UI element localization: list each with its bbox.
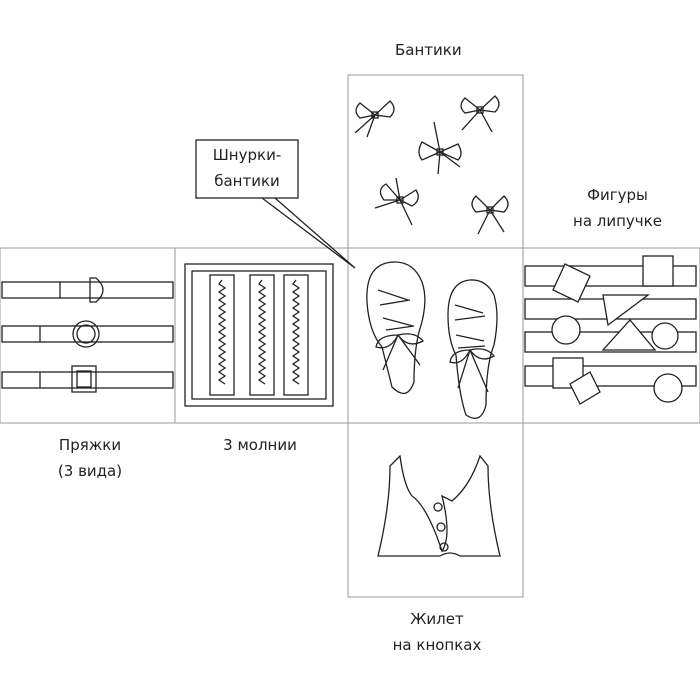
laces-label-line2: бантики xyxy=(214,172,280,190)
laces-callout xyxy=(195,139,356,269)
zippers-illustration xyxy=(184,263,334,407)
velcro-label: Фигуры на липучке xyxy=(555,182,680,234)
velcro-label-line1: Фигуры xyxy=(587,186,648,204)
face-vest xyxy=(347,422,524,598)
bows-illustration xyxy=(354,95,509,235)
face-bows xyxy=(347,74,524,249)
laced-shoes-illustration xyxy=(366,261,498,419)
buckles-illustration xyxy=(1,277,174,393)
buckles-label-line1: Пряжки xyxy=(58,436,122,454)
zippers-label: 3 молнии xyxy=(223,436,297,454)
face-buckles xyxy=(0,247,176,424)
vest-illustration xyxy=(377,454,501,557)
buckles-label-line2: (3 вида) xyxy=(57,462,123,480)
vest-label: Жилет на кнопках xyxy=(377,606,497,658)
laces-label: Шнурки- бантики xyxy=(200,142,294,194)
buckles-label: Пряжки (3 вида) xyxy=(40,432,140,484)
velcro-label-line2: на липучке xyxy=(573,212,662,230)
face-zippers xyxy=(174,247,349,424)
vest-label-line2: на кнопках xyxy=(392,636,482,654)
vest-label-line1: Жилет xyxy=(410,610,464,628)
face-velcro xyxy=(522,247,700,424)
bows-label: Бантики xyxy=(395,41,462,59)
laces-label-line1: Шнурки- xyxy=(212,146,282,164)
face-outlines xyxy=(0,74,700,598)
velcro-shapes-illustration xyxy=(524,255,697,405)
